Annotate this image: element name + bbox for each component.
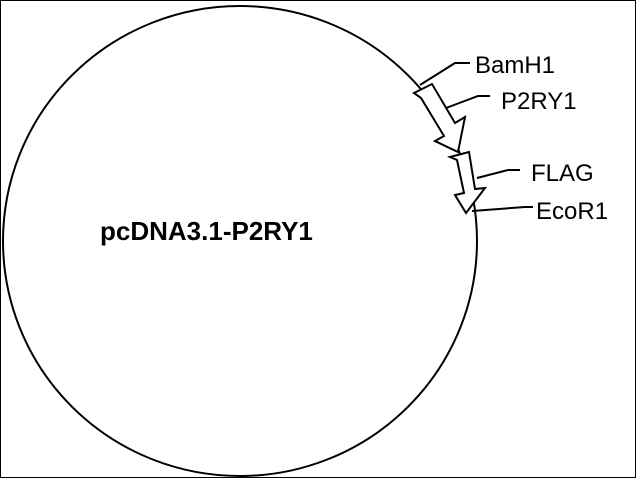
flag-label: FLAG xyxy=(531,160,594,187)
ecor1-label: EcoR1 xyxy=(536,198,608,225)
p2ry1-label: P2RY1 xyxy=(501,88,577,115)
bamh1-leader-line xyxy=(419,62,470,86)
bamh1-label: BamH1 xyxy=(475,52,555,79)
plasmid-name: pcDNA3.1-P2RY1 xyxy=(100,216,313,246)
plasmid-circle xyxy=(2,5,478,477)
p2ry1-leader-line xyxy=(445,95,490,109)
flag-leader-line xyxy=(476,169,520,179)
flag-arrow xyxy=(446,150,488,215)
p2ry1-arrow xyxy=(412,82,467,154)
ecor1-leader-line xyxy=(471,206,533,212)
